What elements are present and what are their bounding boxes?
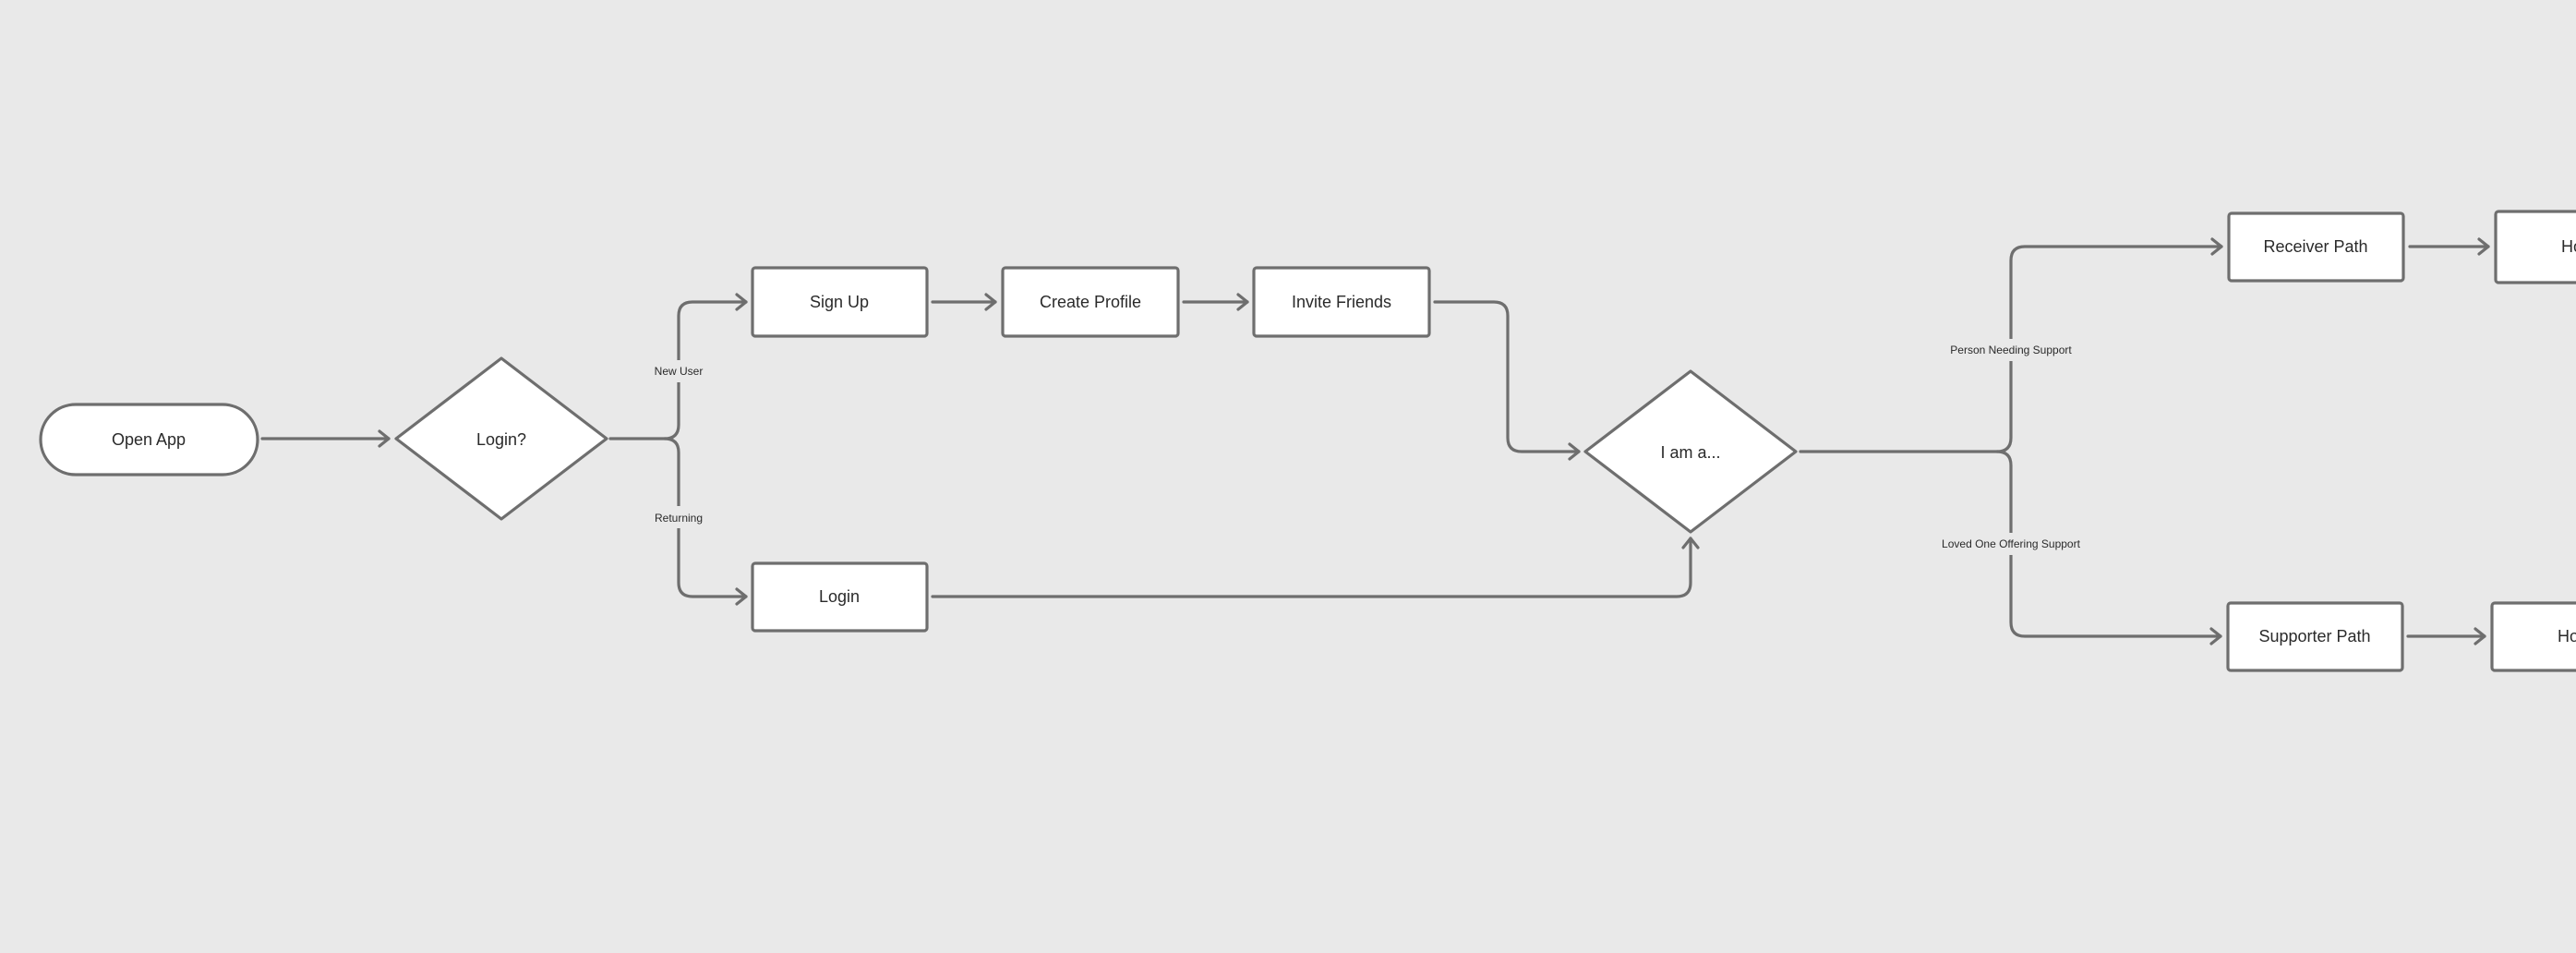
node-login-decision[interactable]: Login? bbox=[394, 356, 608, 521]
node-label: Login bbox=[819, 587, 860, 606]
edge-label-returning: Returning bbox=[655, 512, 703, 525]
node-open-app[interactable]: Open App bbox=[39, 403, 259, 476]
edge-invite-to-role bbox=[1433, 300, 1581, 461]
node-label: Create Profile bbox=[1040, 293, 1141, 311]
node-label: Home bbox=[2561, 237, 2576, 256]
node-invite-friends[interactable]: Invite Friends bbox=[1252, 266, 1431, 338]
node-receiver-next[interactable]: Home bbox=[2494, 210, 2576, 284]
node-role-decision[interactable]: I am a... bbox=[1583, 369, 1798, 534]
node-label: Open App bbox=[112, 430, 186, 449]
node-label: Login? bbox=[476, 430, 526, 449]
node-label: Sign Up bbox=[810, 293, 869, 311]
node-login[interactable]: Login bbox=[751, 561, 929, 633]
node-supporter-next[interactable]: Home bbox=[2490, 601, 2576, 672]
edge-label-new-user: New User bbox=[655, 365, 704, 378]
node-label: Home bbox=[2558, 627, 2576, 645]
edge-login-to-role bbox=[931, 537, 1700, 598]
edge-label-loved-one-offering-support: Loved One Offering Support bbox=[1942, 537, 2081, 550]
edge-returning bbox=[663, 437, 748, 606]
node-label: Invite Friends bbox=[1292, 293, 1391, 311]
edge-loved-one-offering-support bbox=[1995, 450, 2222, 645]
node-label: Receiver Path bbox=[2263, 237, 2367, 256]
node-label: Supporter Path bbox=[2258, 627, 2370, 645]
node-sign-up[interactable]: Sign Up bbox=[751, 266, 929, 338]
node-supporter-path[interactable]: Supporter Path bbox=[2226, 601, 2404, 672]
node-create-profile[interactable]: Create Profile bbox=[1001, 266, 1180, 338]
edge-label-person-needing-support: Person Needing Support bbox=[1950, 344, 2072, 356]
node-label: I am a... bbox=[1660, 443, 1720, 462]
node-receiver-path[interactable]: Receiver Path bbox=[2227, 211, 2405, 283]
